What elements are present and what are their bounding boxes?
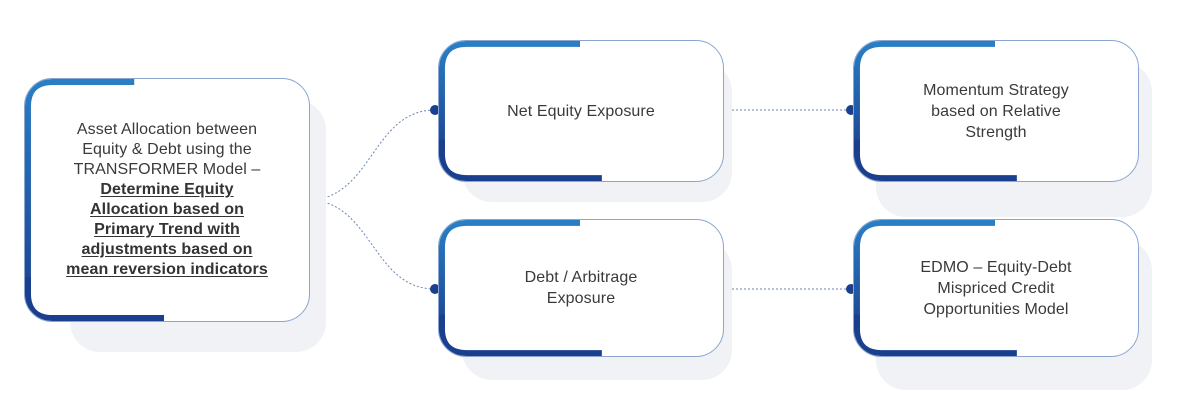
debt-arbitrage-node-text: Debt / Arbitrage Exposure bbox=[525, 267, 638, 309]
edmo-node-line-2: Mispriced Credit bbox=[937, 279, 1055, 297]
momentum-strategy-node: Momentum Strategy based on Relative Stre… bbox=[853, 40, 1139, 182]
debt-arbitrage-exposure-node: Debt / Arbitrage Exposure bbox=[438, 219, 724, 357]
net-equity-exposure-node: Net Equity Exposure bbox=[438, 40, 724, 182]
connector-main-to-debt-arbitrage bbox=[307, 199, 436, 290]
main-node-intro-line-3: TRANSFORMER Model – bbox=[73, 161, 261, 178]
main-node-emphasis-line-1: Determine Equity bbox=[100, 181, 234, 198]
edmo-node-line-1: EDMO – Equity-Debt bbox=[920, 258, 1072, 276]
debt-arbitrage-node-line-1: Debt / Arbitrage bbox=[524, 269, 638, 286]
main-node-emphasis-line-3: Primary Trend with bbox=[94, 221, 240, 238]
momentum-node-text: Momentum Strategy based on Relative Stre… bbox=[923, 80, 1069, 143]
main-node-intro-line-2: Equity & Debt using the bbox=[82, 141, 252, 158]
main-node-text: Asset Allocation between Equity & Debt u… bbox=[46, 120, 288, 280]
main-node-asset-allocation: Asset Allocation between Equity & Debt u… bbox=[24, 78, 310, 322]
net-equity-node-label: Net Equity Exposure bbox=[507, 102, 655, 120]
momentum-node-line-2: based on Relative bbox=[931, 102, 1061, 120]
main-node-emphasis-line-2: Allocation based on bbox=[90, 201, 244, 218]
edmo-model-node: EDMO – Equity-Debt Mispriced Credit Oppo… bbox=[853, 219, 1139, 357]
momentum-node-line-3: Strength bbox=[965, 123, 1027, 141]
connector-main-to-net-equity bbox=[307, 109, 436, 201]
edmo-node-line-3: Opportunities Model bbox=[923, 300, 1069, 318]
net-equity-node-text: Net Equity Exposure bbox=[507, 101, 655, 122]
main-node-intro-line-1: Asset Allocation between bbox=[76, 121, 258, 138]
debt-arbitrage-node-line-2: Exposure bbox=[546, 290, 616, 307]
momentum-node-line-1: Momentum Strategy bbox=[923, 81, 1069, 99]
main-node-emphasis-line-4: adjustments based on bbox=[81, 241, 253, 258]
edmo-node-text: EDMO – Equity-Debt Mispriced Credit Oppo… bbox=[920, 257, 1071, 320]
main-node-emphasis-line-5: mean reversion indicators bbox=[66, 261, 268, 278]
